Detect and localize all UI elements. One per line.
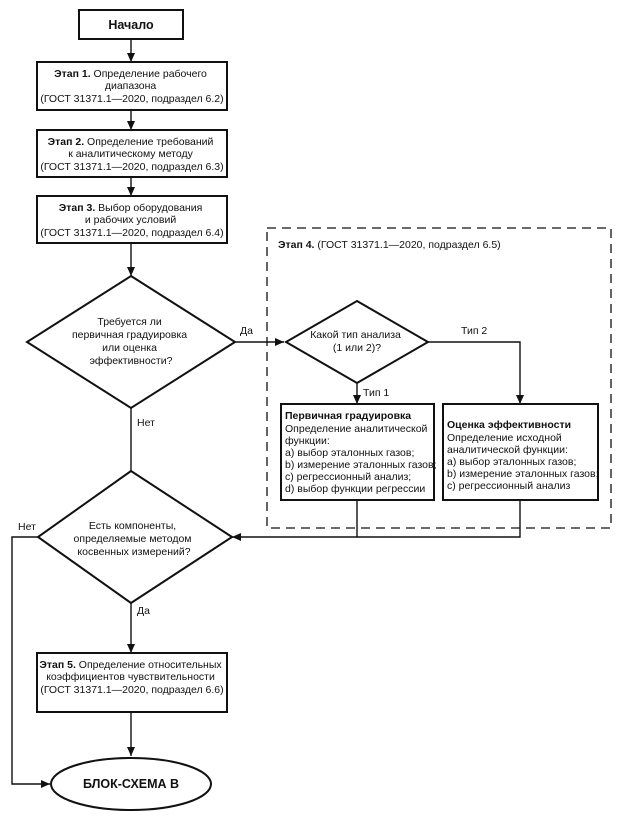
- type2-label: Тип 2: [461, 325, 487, 337]
- efficiency-text: Оценка эффективности Определение исходно…: [447, 419, 601, 492]
- stage4-container: [266, 227, 612, 529]
- efficiency-box: [442, 403, 599, 501]
- primary-calibration-box: [280, 403, 435, 501]
- start-label: Начало: [108, 18, 154, 32]
- decision-calibration-yes: Да: [240, 325, 253, 337]
- stage3-text: Этап 3. Выбор оборудования и рабочих усл…: [40, 202, 223, 239]
- stage5-text: Этап 5. Определение относительных коэффи…: [39, 659, 224, 696]
- decision-indirect: [36, 469, 234, 605]
- stage5-box: [36, 652, 228, 713]
- stage3-box: [36, 195, 228, 244]
- decision-indirect-no: Нет: [18, 521, 36, 533]
- primary-calibration-text: Первичная градуировка Определение аналит…: [285, 410, 439, 495]
- stage2-box: [36, 129, 228, 178]
- decision-analysis-type-text: Какой тип анализа (1 или 2)?: [310, 329, 404, 354]
- type1-label: Тип 1: [363, 387, 389, 399]
- stage2-text: Этап 2. Определение требований к аналити…: [40, 136, 223, 173]
- stage1-box: [36, 61, 228, 111]
- decision-indirect-text: Есть компоненты, определяемые методом ко…: [74, 520, 195, 558]
- decision-calibration-text: Требуется ли первичная градуировка или о…: [72, 316, 190, 367]
- decision-indirect-yes: Да: [137, 605, 150, 617]
- edge-type2: [428, 341, 524, 404]
- edge-efficiency-return: [232, 500, 521, 541]
- stage1-text: Этап 1. Определение рабочего диапазона (…: [40, 68, 223, 105]
- decision-analysis-type: [284, 299, 430, 385]
- decision-calibration: [25, 274, 237, 410]
- edge-decision2-no: [11, 536, 50, 788]
- decision-calibration-no: Нет: [137, 417, 155, 429]
- end-label: БЛОК-СХЕМА В: [83, 777, 179, 791]
- start-node: [78, 9, 184, 40]
- stage4-label: Этап 4. (ГОСТ 31371.1—2020, подраздел 6.…: [278, 239, 501, 251]
- end-node: [50, 757, 212, 811]
